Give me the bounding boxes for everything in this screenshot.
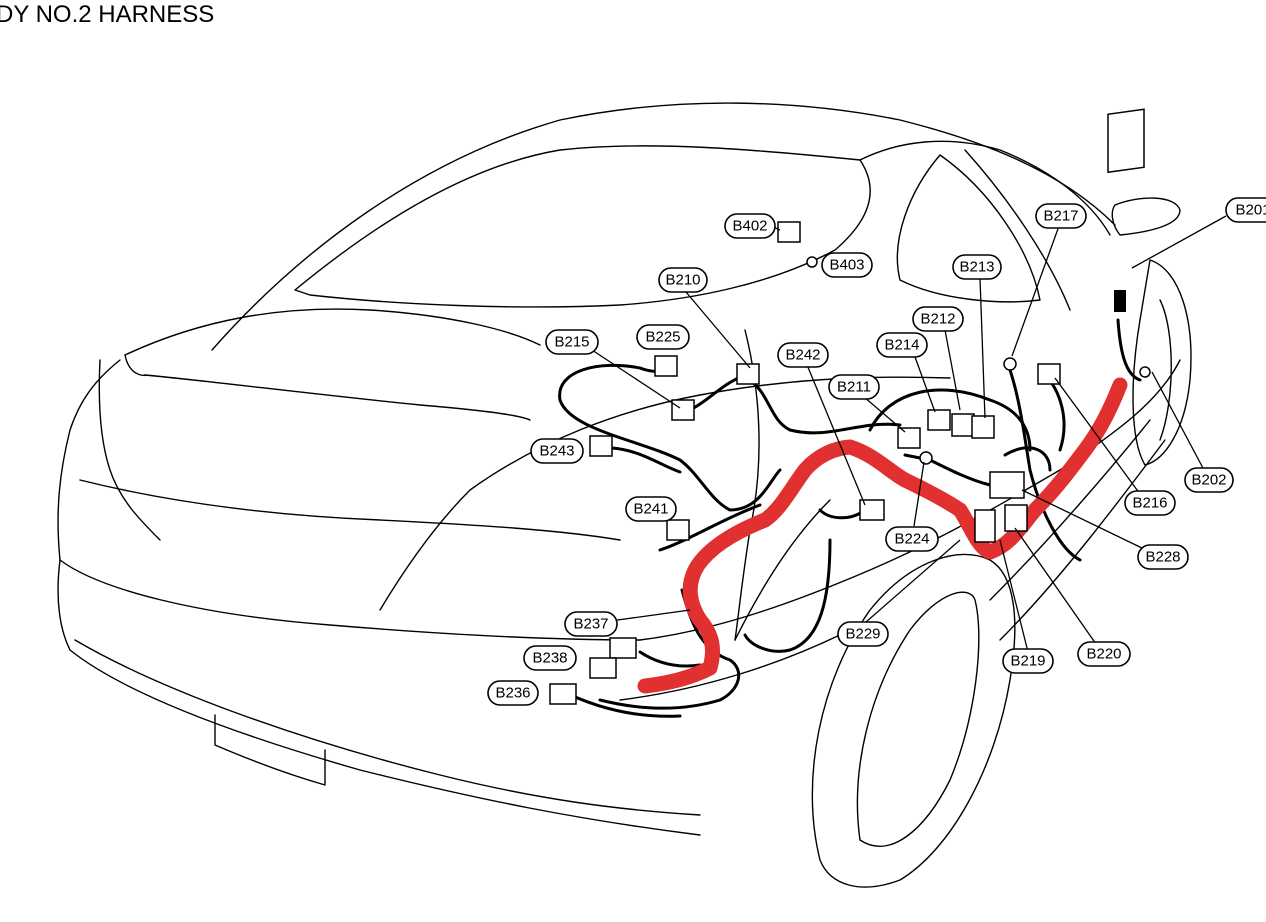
connector-b237	[609, 637, 637, 659]
label-b228: B228	[1137, 544, 1189, 570]
svg-text:B213: B213	[959, 259, 994, 276]
connector-b210	[736, 363, 760, 385]
connector-b225	[654, 355, 678, 377]
svg-text:B402: B402	[732, 218, 767, 235]
svg-text:B224: B224	[894, 531, 929, 548]
connector-b202	[1139, 366, 1151, 378]
connector-b216	[1037, 363, 1061, 385]
connector-b243	[589, 435, 613, 457]
label-b237: B237	[564, 611, 618, 637]
svg-text:B238: B238	[532, 650, 567, 667]
connector-b402	[777, 221, 801, 243]
label-b236: B236	[487, 680, 539, 706]
svg-text:B210: B210	[665, 272, 700, 289]
svg-text:B229: B229	[845, 626, 880, 643]
connector-b217	[1003, 357, 1017, 371]
svg-text:B212: B212	[920, 311, 955, 328]
label-b217: B217	[1035, 203, 1087, 229]
car-body-outline	[57, 102, 1192, 888]
label-b238: B238	[523, 645, 577, 671]
connector-b213	[971, 415, 995, 439]
label-b224: B224	[885, 526, 939, 552]
label-b213: B213	[952, 254, 1002, 280]
label-b242: B242	[777, 342, 829, 368]
svg-text:B243: B243	[539, 443, 574, 460]
connectors	[549, 108, 1151, 705]
label-b210: B210	[658, 267, 708, 293]
label-b225: B225	[636, 324, 690, 350]
connector-b224	[919, 451, 933, 465]
label-b219: B219	[1002, 648, 1054, 674]
connector-b238	[589, 657, 617, 679]
label-b403: B403	[821, 252, 873, 278]
label-b402: B402	[724, 213, 776, 239]
callout-labels: B201 B202 B210 B211 B212 B213 B214 B215 …	[487, 197, 1266, 706]
route-highlight	[637, 377, 1128, 694]
label-b229: B229	[837, 621, 889, 647]
connector-b214	[927, 409, 951, 431]
svg-text:B242: B242	[785, 347, 820, 364]
svg-text:B217: B217	[1043, 208, 1078, 225]
connector-b215	[671, 399, 695, 421]
svg-text:B403: B403	[829, 257, 864, 274]
connector-b219	[974, 509, 996, 543]
connector-b236	[549, 683, 577, 705]
diagram-title: DY NO.2 HARNESS	[0, 1, 214, 28]
connector-b201	[1107, 108, 1145, 312]
connector-b242	[859, 499, 885, 521]
label-b212: B212	[912, 306, 964, 332]
connector-b241	[666, 519, 690, 541]
svg-text:B225: B225	[645, 329, 680, 346]
connector-b211	[897, 427, 921, 449]
label-b214: B214	[876, 332, 928, 358]
svg-text:B201: B201	[1235, 202, 1266, 219]
svg-text:B241: B241	[633, 501, 668, 518]
connector-b212	[951, 413, 975, 437]
label-b215: B215	[545, 329, 599, 355]
harness-wiring	[558, 318, 1142, 718]
svg-text:B236: B236	[495, 685, 530, 702]
label-b201: B201	[1225, 197, 1266, 223]
label-b216: B216	[1124, 490, 1176, 516]
connector-b403	[806, 256, 818, 268]
leader-lines	[591, 215, 1227, 653]
svg-text:B202: B202	[1191, 472, 1226, 489]
svg-text:B219: B219	[1010, 653, 1045, 670]
label-b241: B241	[625, 496, 677, 522]
label-b211: B211	[828, 374, 880, 400]
connector-b228	[989, 471, 1025, 499]
label-b243: B243	[530, 438, 584, 464]
svg-text:B216: B216	[1132, 495, 1167, 512]
svg-text:B228: B228	[1145, 549, 1180, 566]
svg-text:B220: B220	[1086, 646, 1121, 663]
connector-b220	[1004, 504, 1028, 532]
label-b220: B220	[1077, 641, 1131, 667]
svg-text:B214: B214	[884, 337, 919, 354]
svg-text:B211: B211	[837, 379, 871, 396]
svg-text:B215: B215	[554, 334, 589, 351]
label-b202: B202	[1184, 467, 1234, 493]
svg-text:B237: B237	[573, 616, 608, 633]
